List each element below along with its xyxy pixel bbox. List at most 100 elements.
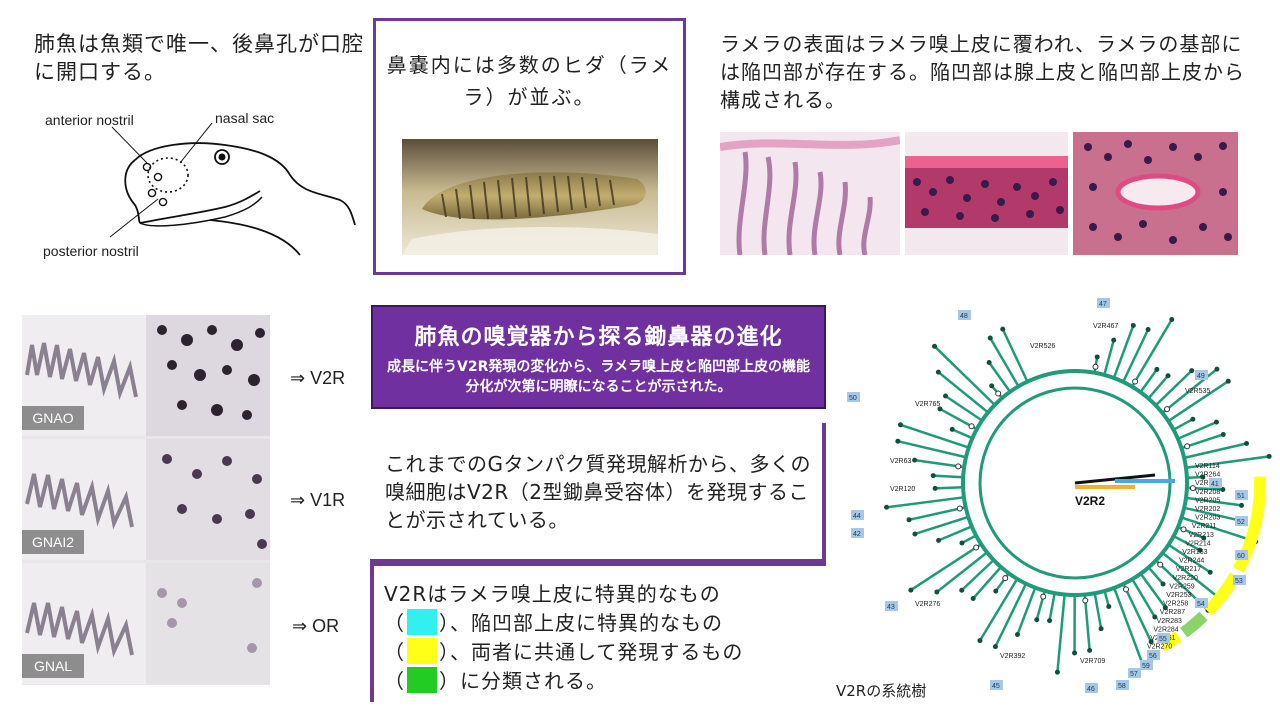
tree-leaf-dot <box>986 359 992 365</box>
tree-leaf-dot <box>1197 547 1203 553</box>
clade-number: 55 <box>1159 636 1167 643</box>
nasal-sac-label: nasal sac <box>215 110 275 126</box>
clade-number: 54 <box>1197 601 1205 608</box>
tree-leaf-dot <box>989 383 995 389</box>
tree-leaf-dot <box>1220 486 1226 492</box>
lamella-photo-panel: 鼻嚢内には多数のヒダ（ラメラ）が並ぶ。 <box>373 18 686 275</box>
ish-panel-gnao: GNAO <box>22 315 270 436</box>
tree-leaf-dot <box>935 369 941 375</box>
tree-branch <box>1093 593 1103 629</box>
nasal-sac-outline <box>147 157 189 193</box>
clade-band <box>1158 631 1182 652</box>
tree-leaf-label: V2R63 <box>890 458 912 465</box>
tree-leaf-dot <box>993 588 999 594</box>
tree-leaf-dot <box>1201 535 1207 541</box>
tree-branch <box>1181 516 1257 543</box>
tree-leaf-dot <box>1220 431 1226 437</box>
tree-branch <box>1112 325 1135 379</box>
clade-badge <box>1195 598 1208 608</box>
arrow-or-label: ⇒ OR <box>292 616 340 636</box>
tree-leaf-label: V2R392 <box>1000 653 1025 660</box>
g-protein-text-frame <box>370 423 826 563</box>
tree-leaf-dot <box>943 393 949 399</box>
tree-leaf-dot <box>1145 327 1151 333</box>
tree-leaf-label: V2R765 <box>915 401 940 408</box>
clade-number: 46 <box>1087 686 1095 693</box>
v2r-classification-frame <box>370 562 826 702</box>
tree-leaf-label: V2R526 <box>1030 343 1055 350</box>
tree-branch <box>1122 328 1150 383</box>
clade-badge <box>1209 478 1222 488</box>
tree-leaf-dot <box>1189 368 1195 374</box>
nasal-sac-photo <box>402 139 658 255</box>
tree-leaf-label: V2R202 <box>1195 506 1220 513</box>
histology-recess-image <box>1073 132 1238 255</box>
tree-leaf-dot <box>1165 373 1171 379</box>
tree-branch <box>1183 442 1247 460</box>
tree-leaf-dot <box>897 422 903 428</box>
tree-ring-outer <box>961 369 1189 597</box>
tree-branch <box>961 534 977 545</box>
tree-leaf-dot <box>1244 441 1250 447</box>
tree-leaf-label: V2R203 <box>1195 515 1220 522</box>
clade-badge <box>990 680 1003 690</box>
ish-tag-gnal: GNAL <box>22 654 84 678</box>
tree-leaf-dot <box>1054 669 1060 675</box>
yellow-swatch <box>407 638 437 664</box>
tree-branch <box>900 423 970 449</box>
tree-branch <box>1016 587 1037 635</box>
tree-leaf-dot <box>1152 614 1158 620</box>
tree-leaf-dot <box>959 587 965 593</box>
tree-leaf-dot <box>912 457 918 463</box>
clade-number: 45 <box>992 683 1000 690</box>
tree-branch <box>1139 572 1167 609</box>
g-protein-text: これまでのGタンパク質発現解析から、多くの嗅細胞はV2R（2型鋤鼻受容体）を発現… <box>385 452 811 532</box>
clade-badge <box>1116 680 1129 690</box>
tree-leaf-dot <box>932 343 938 349</box>
clade-badge <box>1235 550 1248 560</box>
ish-tag-gnao: GNAO <box>22 406 84 430</box>
tree-leaf-dot <box>1160 581 1166 587</box>
tree-leaf-dot <box>908 587 914 593</box>
clade-badge <box>1085 683 1098 693</box>
clade-number: 60 <box>1237 553 1245 560</box>
tree-leaf-dot <box>970 596 976 602</box>
tree-branch <box>1139 368 1158 393</box>
tree-branch <box>914 515 969 536</box>
tree-branch <box>1173 534 1201 552</box>
clade-number: 51 <box>1237 493 1245 500</box>
tree-branch <box>1083 594 1091 651</box>
tree-leaf-dot <box>1239 502 1245 508</box>
tree-leaf-label: V2R259 <box>1169 583 1194 590</box>
tree-branch <box>897 439 967 459</box>
tree-branch <box>1154 369 1193 407</box>
tree-branch <box>1185 455 1270 470</box>
tree-branch <box>1103 590 1111 607</box>
tree-node <box>973 544 980 551</box>
tree-node <box>1180 526 1187 533</box>
tree-leaf-dot <box>1087 647 1093 653</box>
clade-number: 59 <box>1142 663 1150 670</box>
tree-leaf-label: V2R244 <box>1179 558 1204 565</box>
v2r-classification-text: V2Rはラメラ嗅上皮に特異的なもの （）、陥凹部上皮に特異的なもの （）、両者に… <box>384 580 814 696</box>
cyan-swatch <box>407 609 437 635</box>
clade-number: 47 <box>1099 301 1107 308</box>
tree-branch <box>910 543 982 592</box>
ish-panel-gnal: GNAL <box>22 563 270 684</box>
clade-number: 57 <box>1130 671 1138 678</box>
tree-branch <box>936 551 988 594</box>
tree-leaf-label: V2R217 <box>1176 566 1201 573</box>
histology-epithelium-image <box>905 132 1068 255</box>
clade-badge <box>1235 490 1248 500</box>
tree-center-label: V2R2 <box>1075 494 1105 508</box>
tree-leaf-label: V2R114 <box>1195 463 1220 470</box>
tree-leaf-label: V2R270 <box>1147 644 1172 651</box>
tree-leaf-dot <box>1130 322 1136 328</box>
tree-leaf-dot <box>937 406 943 412</box>
lamella-epithelium-text: ラメラの表面はラメラ嗅上皮に覆われ、ラメラの基部には陥凹部が存在する。陥凹部は腺… <box>720 32 1245 112</box>
tree-branch <box>994 583 1028 648</box>
green-swatch <box>407 667 437 693</box>
tree-caption: V2Rの系統樹 <box>836 682 927 700</box>
tree-branch <box>938 525 973 542</box>
tree-node <box>995 390 1002 397</box>
